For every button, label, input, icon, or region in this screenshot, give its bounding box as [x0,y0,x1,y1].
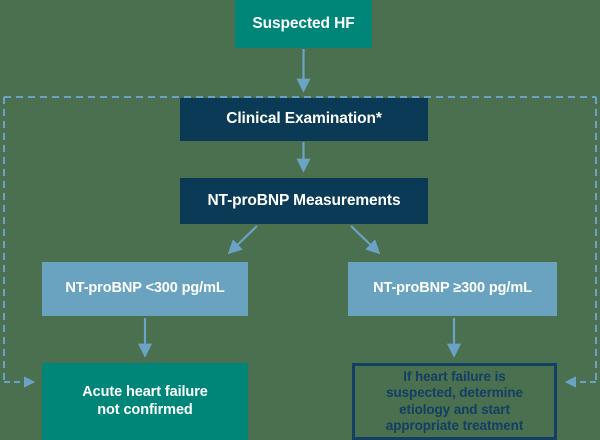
node-etiology-line-4: appropriate treatment [385,417,524,433]
arrow-measurements-to-high [350,225,381,255]
node-ahf-line-1: Acute heart failure [82,384,208,401]
arrow-measurements-to-low [227,225,258,255]
node-ntprobnp-high[interactable]: NT-proBNP ≥300 pg/mL [348,262,557,316]
node-ntprobnp-high-label: NT-proBNP ≥300 pg/mL [373,280,532,297]
node-ntprobnp-measurements[interactable]: NT-proBNP Measurements [180,178,428,224]
node-determine-etiology-text: If heart failure is suspected, determine… [385,368,524,435]
node-suspected-hf[interactable]: Suspected HF [235,0,372,48]
node-acute-heart-failure-not-confirmed-text: Acute heart failure not confirmed [82,384,208,418]
node-etiology-line-3: etiology and start [399,401,510,417]
node-clinical-examination[interactable]: Clinical Examination* [180,98,428,141]
node-clinical-examination-label: Clinical Examination* [226,110,382,128]
node-ahf-line-2: not confirmed [97,401,193,418]
node-ntprobnp-low-label: NT-proBNP <300 pg/mL [65,280,225,297]
node-etiology-line-1: If heart failure is [403,368,506,384]
node-suspected-hf-label: Suspected HF [252,14,355,32]
node-determine-etiology[interactable]: If heart failure is suspected, determine… [352,363,557,440]
node-ntprobnp-low[interactable]: NT-proBNP <300 pg/mL [42,262,248,316]
node-acute-heart-failure-not-confirmed[interactable]: Acute heart failure not confirmed [42,363,248,440]
node-ntprobnp-measurements-label: NT-proBNP Measurements [207,191,401,209]
node-etiology-line-2: suspected, determine [386,385,523,401]
